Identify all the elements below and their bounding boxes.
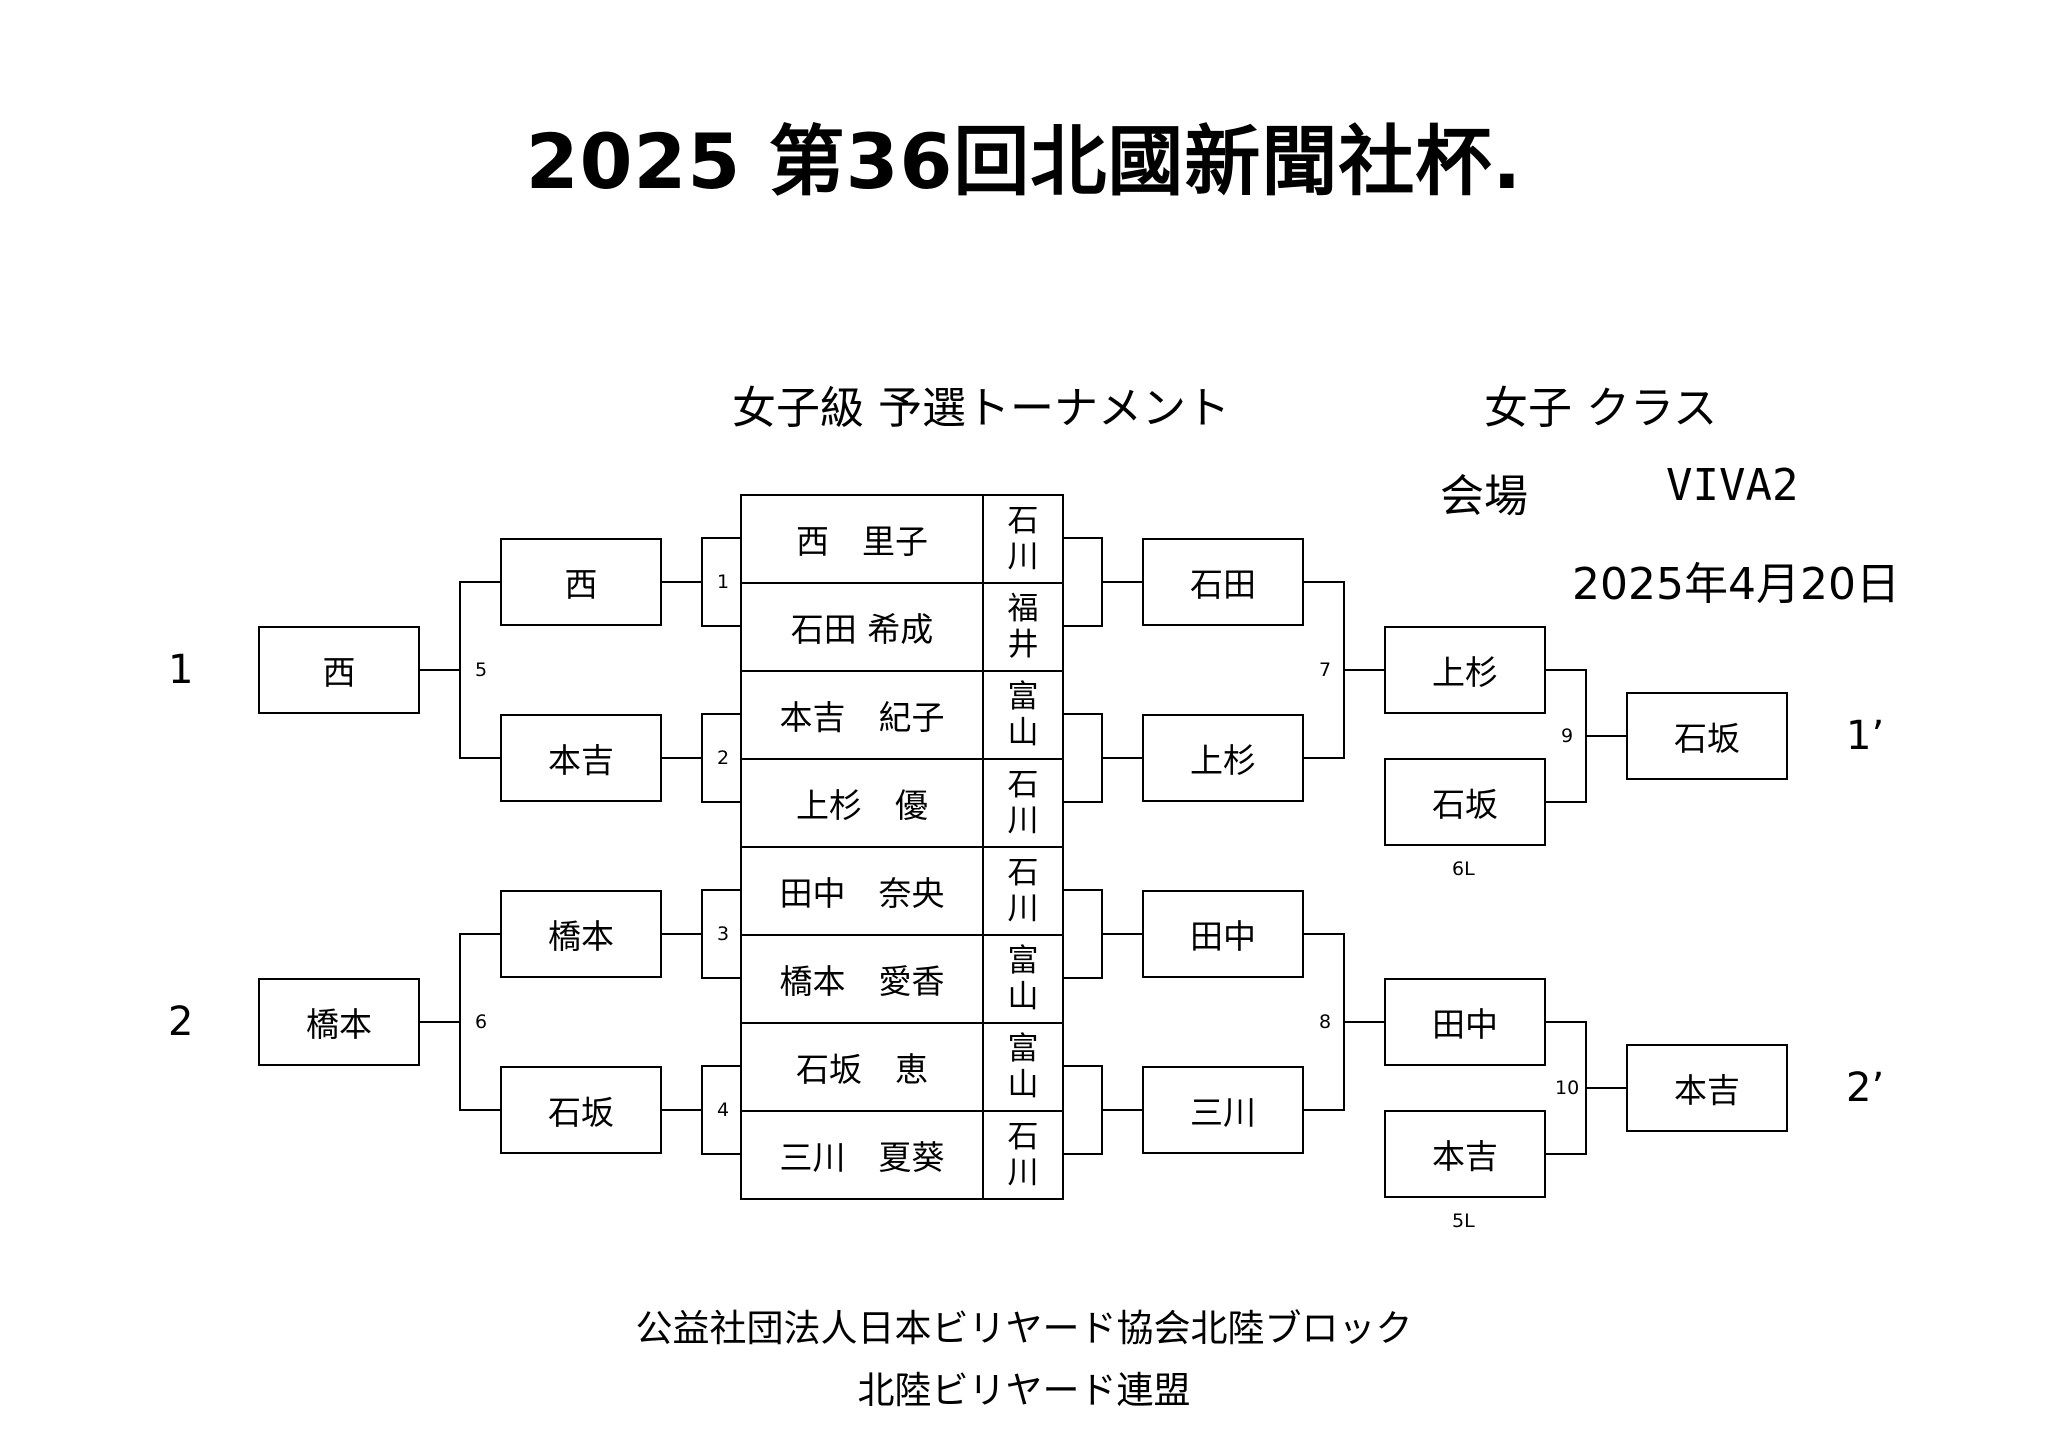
match-number: 3 <box>716 923 731 945</box>
match-number: 8 <box>1318 1011 1333 1033</box>
right-round1-box-4: 三川 <box>1142 1066 1304 1154</box>
venue-label: 会場 <box>1440 471 1528 522</box>
right-round2-box-3: 田中 <box>1384 978 1546 1066</box>
entry-pref-8: 石川 <box>982 1110 1064 1200</box>
entry-name-4: 上杉 優 <box>740 758 984 848</box>
seed-left-1: 1 <box>168 647 194 693</box>
entry-pref-2: 福井 <box>982 582 1064 672</box>
page-title: 2025 第36回北國新聞社杯. <box>525 117 1523 206</box>
entry-name-8: 三川 夏葵 <box>740 1110 984 1200</box>
seed-left-2: 2 <box>168 999 194 1045</box>
right-round2-box-1: 上杉 <box>1384 626 1546 714</box>
entry-name-6: 橋本 愛香 <box>740 934 984 1024</box>
match-number: 10 <box>1554 1077 1581 1099</box>
entry-pref-5: 石川 <box>982 846 1064 936</box>
match-number: 4 <box>716 1099 731 1121</box>
match-number: 5 <box>474 659 489 681</box>
right-round1-box-3: 田中 <box>1142 890 1304 978</box>
match-number: 1 <box>716 571 731 593</box>
entry-pref-3: 富山 <box>982 670 1064 760</box>
entry-name-2: 石田 希成 <box>740 582 984 672</box>
footer-federation: 北陸ビリヤード連盟 <box>857 1369 1191 1412</box>
footer-organizer: 公益社団法人日本ビリヤード協会北陸ブロック <box>635 1307 1413 1350</box>
loser-label: 5L <box>1452 1210 1475 1232</box>
left-round2-box-1: 西 <box>258 626 420 714</box>
right-round2-box-4: 本吉 <box>1384 1110 1546 1198</box>
entry-name-3: 本吉 紀子 <box>740 670 984 760</box>
event-date: 2025年4月20日 <box>1572 559 1900 610</box>
right-round1-box-1: 石田 <box>1142 538 1304 626</box>
entry-pref-6: 富山 <box>982 934 1064 1024</box>
entry-name-5: 田中 奈央 <box>740 846 984 936</box>
tournament-subtitle: 女子級 予選トーナメント <box>732 383 1230 434</box>
right-round2-box-2: 石坂 <box>1384 758 1546 846</box>
entry-name-1: 西 里子 <box>740 494 984 584</box>
venue-name: VIVA2 <box>1666 460 1799 511</box>
final-box-2: 本吉 <box>1626 1044 1788 1132</box>
match-number: 2 <box>716 747 731 769</box>
entry-name-7: 石坂 恵 <box>740 1022 984 1112</box>
seed-right-2: 2’ <box>1846 1065 1885 1111</box>
loser-label: 6L <box>1452 858 1475 880</box>
left-round1-box-1: 西 <box>500 538 662 626</box>
match-number: 6 <box>474 1011 489 1033</box>
left-round1-box-3: 橋本 <box>500 890 662 978</box>
left-round1-box-4: 石坂 <box>500 1066 662 1154</box>
seed-right-1: 1’ <box>1846 713 1885 759</box>
right-round1-box-2: 上杉 <box>1142 714 1304 802</box>
match-number: 9 <box>1560 725 1575 747</box>
match-number: 7 <box>1318 659 1333 681</box>
entry-pref-4: 石川 <box>982 758 1064 848</box>
class-label: 女子 クラス <box>1484 383 1718 434</box>
left-round2-box-2: 橋本 <box>258 978 420 1066</box>
final-box-1: 石坂 <box>1626 692 1788 780</box>
entry-pref-1: 石川 <box>982 494 1064 584</box>
entry-pref-7: 富山 <box>982 1022 1064 1112</box>
left-round1-box-2: 本吉 <box>500 714 662 802</box>
